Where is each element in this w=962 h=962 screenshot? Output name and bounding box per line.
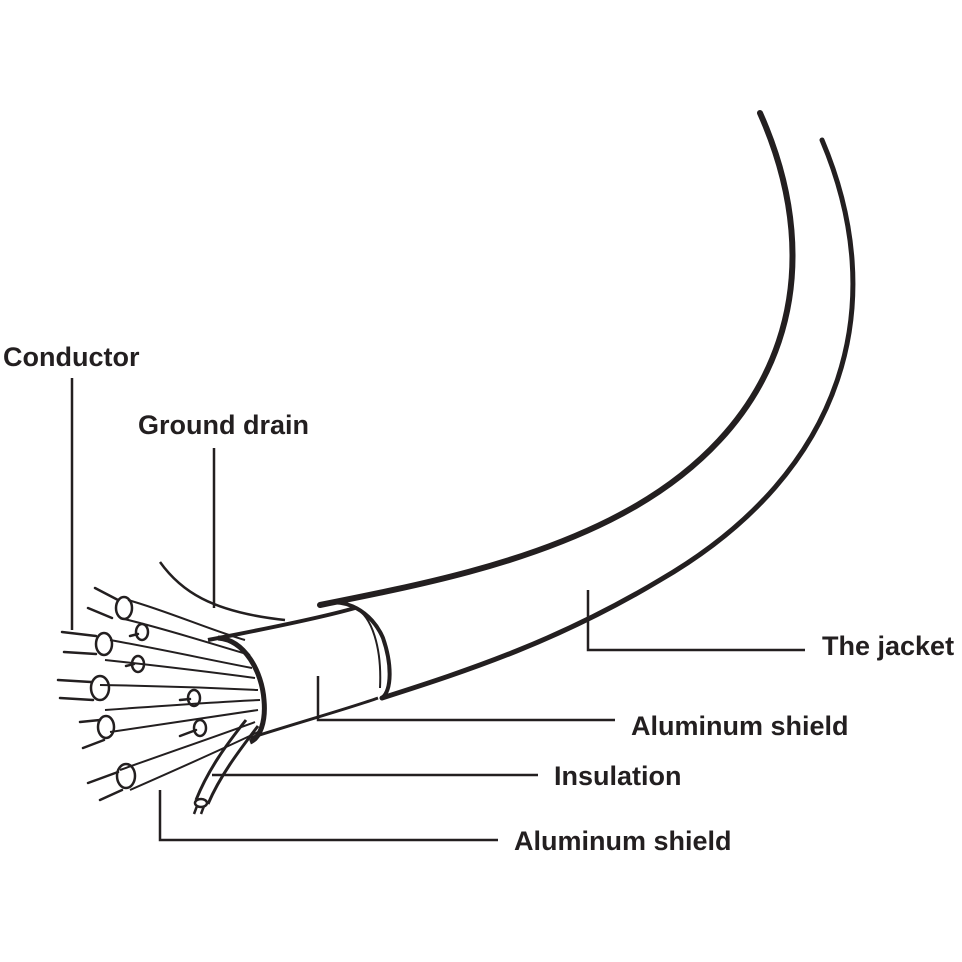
leader-aluminum-shield-outer — [158, 790, 498, 842]
leader-jacket — [586, 590, 805, 652]
label-insulation: Insulation — [554, 761, 682, 791]
label-conductor: Conductor — [3, 342, 140, 372]
label-ground-drain: Ground drain — [138, 410, 309, 440]
label-aluminum-shield-outer: Aluminum shield — [514, 826, 732, 856]
conductor-bundle — [56, 586, 261, 802]
aluminum-shield-sleeve — [207, 606, 382, 745]
cable-jacket — [317, 110, 856, 701]
ground-drain-wire — [158, 561, 286, 622]
leader-aluminum-shield-inner — [316, 676, 615, 722]
leader-lines — [70, 378, 805, 842]
label-jacket: The jacket — [822, 631, 955, 661]
label-aluminum-shield-inner: Aluminum shield — [631, 711, 849, 741]
